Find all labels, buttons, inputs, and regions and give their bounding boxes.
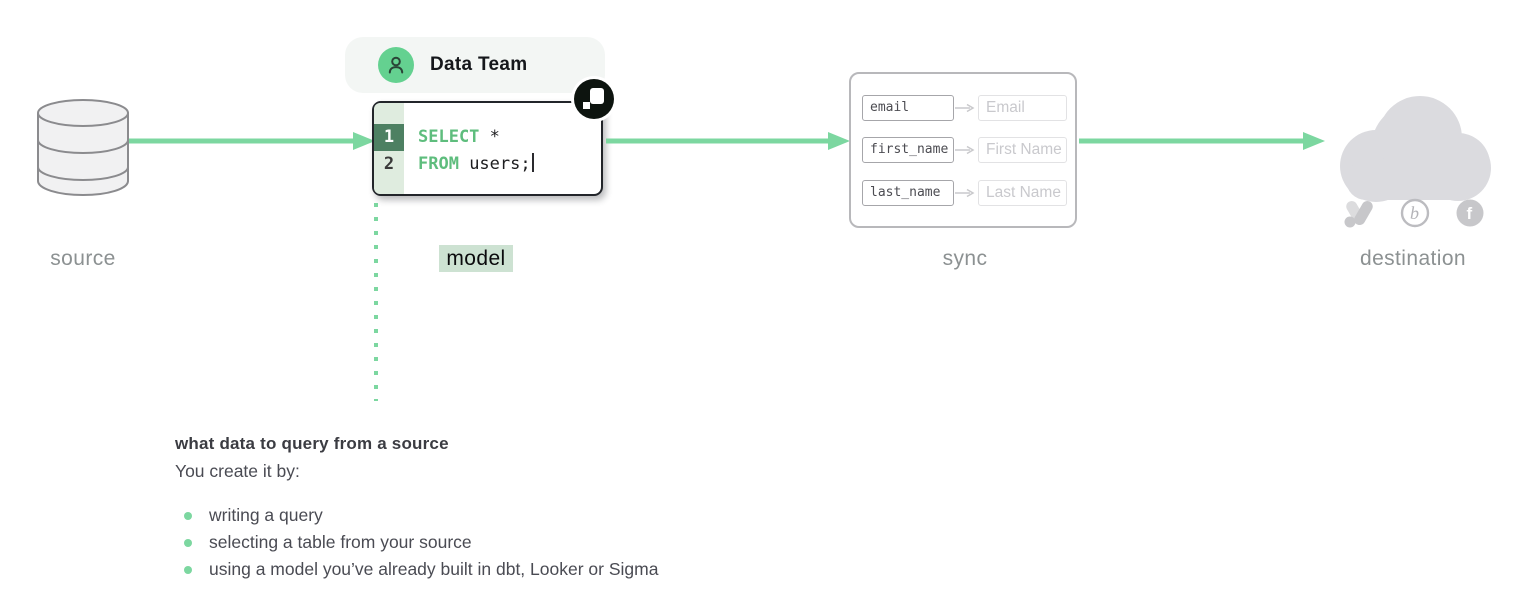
destination-field: First Name xyxy=(978,137,1067,163)
data-team-label: Data Team xyxy=(430,54,528,75)
data-team-badge: Data Team xyxy=(345,37,605,93)
source-field: first_name xyxy=(862,137,954,163)
model-notes: what data to query from a source You cre… xyxy=(175,434,895,583)
line-number: 1 xyxy=(374,124,404,151)
mapping-row: first_name First Name xyxy=(862,137,1067,163)
stage-label-destination: destination xyxy=(1360,247,1466,270)
line-number: 2 xyxy=(383,154,395,174)
svg-text:b: b xyxy=(1410,203,1419,223)
mapping-row: email Email xyxy=(862,95,1067,121)
arrow-source-to-model xyxy=(129,132,375,150)
text-cursor xyxy=(531,153,534,172)
dotted-connector xyxy=(374,203,378,401)
cloud-icon xyxy=(1340,96,1491,202)
code-line: FROM users; xyxy=(418,151,534,178)
bullet-item: selecting a table from your source xyxy=(175,529,895,556)
notes-heading: what data to query from a source xyxy=(175,434,449,453)
arrow-model-to-sync xyxy=(606,132,850,150)
model-badge-icon xyxy=(574,79,614,119)
sql-keyword: FROM xyxy=(418,154,459,174)
sql-editor: 1 2 SELECT * FROM users; xyxy=(372,101,603,196)
facebook-icon: f xyxy=(1456,199,1484,227)
sync-mapping-box: email Email first_name First Name last_n… xyxy=(849,72,1077,228)
mapping-row: last_name Last Name xyxy=(862,180,1067,206)
destination-logos: b f xyxy=(1343,198,1485,228)
braze-icon: b xyxy=(1400,198,1430,228)
mapping-arrow-icon xyxy=(955,145,975,155)
bullet-item: writing a query xyxy=(175,502,895,529)
sql-keyword: SELECT xyxy=(418,127,480,147)
source-field: last_name xyxy=(862,180,954,206)
model-highlight: model xyxy=(439,245,513,272)
person-icon xyxy=(378,47,414,83)
mapping-arrow-icon xyxy=(955,103,975,113)
arrow-sync-to-destination xyxy=(1079,132,1325,150)
database-icon xyxy=(37,99,129,196)
notes-subheading: You create it by: xyxy=(175,461,300,481)
destination-field: Last Name xyxy=(978,180,1067,206)
mapping-arrow-icon xyxy=(955,188,975,198)
sql-text: users; xyxy=(458,154,531,174)
destination-field: Email xyxy=(978,95,1067,121)
stage-label-model: model xyxy=(396,245,556,272)
code-line: SELECT * xyxy=(418,124,500,151)
svg-text:f: f xyxy=(1467,204,1473,223)
google-ads-icon xyxy=(1344,200,1373,227)
bullet-item: using a model you’ve already built in db… xyxy=(175,556,895,583)
source-field: email xyxy=(862,95,954,121)
stage-label-source: source xyxy=(50,247,116,270)
stage-label-sync: sync xyxy=(942,247,988,270)
sql-text: * xyxy=(479,127,500,147)
notes-bullet-list: writing a query selecting a table from y… xyxy=(175,502,895,583)
